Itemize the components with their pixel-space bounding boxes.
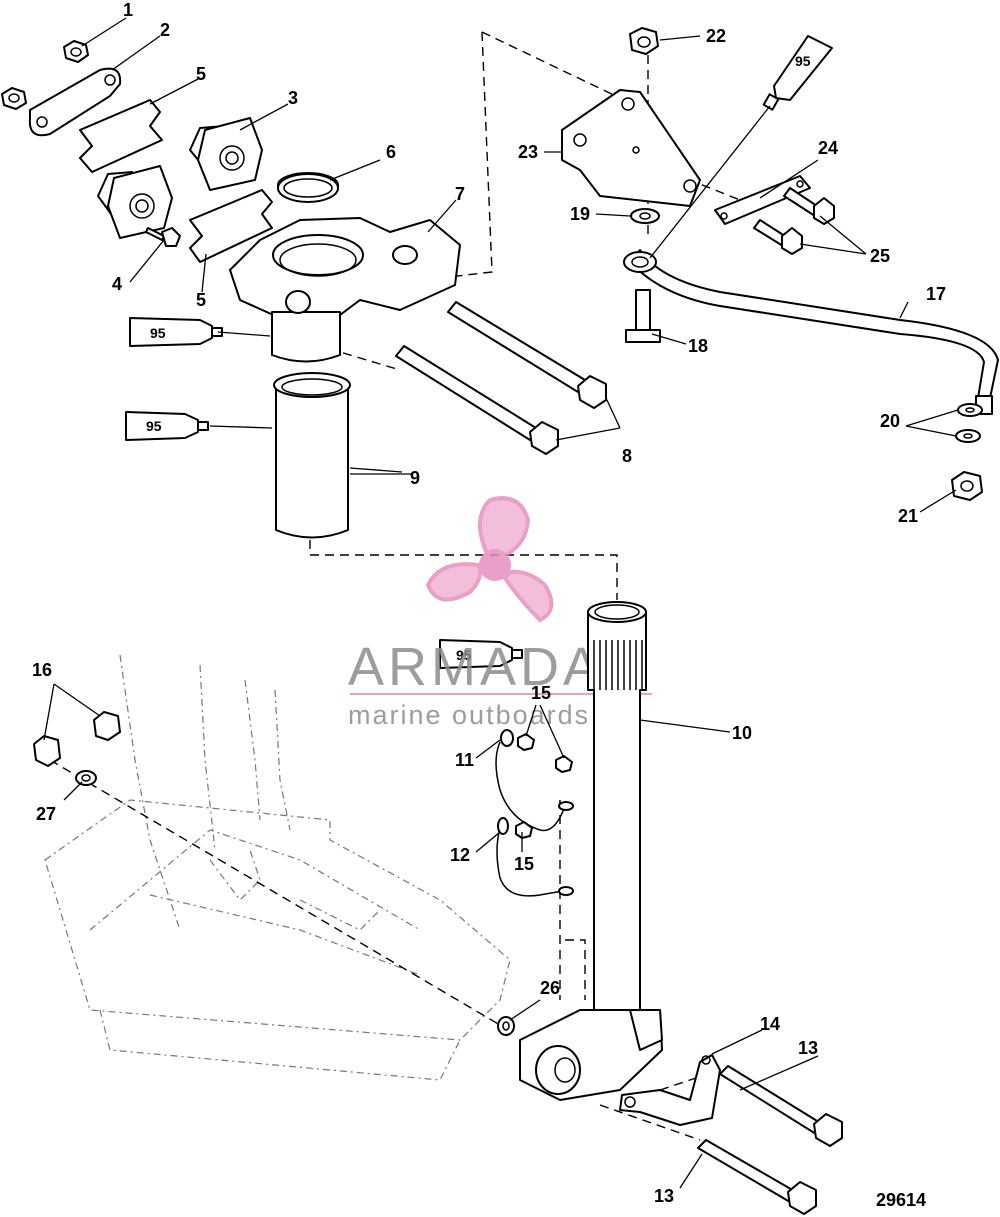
screw-15-a [517,733,535,751]
callout-20: 20 [880,411,900,431]
callout-24: 24 [818,138,838,158]
washer-26 [497,1016,515,1036]
screw-15-c [515,821,533,839]
link-plate-2 [28,67,122,137]
nut-1 [63,40,89,63]
screw-4 [145,227,181,247]
callout-15-upper: 15 [531,683,551,703]
watermark-tagline: marine outboards [348,700,590,730]
nut-16-upper [93,711,121,741]
bolt-13-lower [697,1139,817,1215]
callout-10: 10 [732,723,752,743]
o-ring-6 [277,173,339,203]
screw-15-b [555,755,573,773]
callout-17: 17 [926,284,946,304]
callout-13-upper: 13 [798,1038,818,1058]
callout-9: 9 [410,468,420,488]
steering-shaft-10 [587,601,647,1041]
callout-7: 7 [455,184,465,204]
callout-26: 26 [540,978,560,998]
callout-18: 18 [688,336,708,356]
callout-5-upper: 5 [196,64,206,84]
callout-11: 11 [455,750,474,770]
bolt-8-lower [395,345,559,455]
callout-6: 6 [386,142,396,162]
callout-14: 14 [760,1014,780,1034]
steering-bracket-23 [561,89,701,207]
callout-3: 3 [288,88,298,108]
callout-27: 27 [36,804,56,824]
sealant-tube-top-right: 95 [762,35,833,111]
nut-lower-left [1,87,27,110]
callouts: 1 2 3 4 5 5 6 7 8 9 10 11 12 13 13 14 15… [32,0,946,1206]
nut-22 [629,27,659,55]
swivel-bracket-7 [229,172,461,363]
sealant-tube-center: 95 [439,639,523,669]
plate-24 [714,175,811,225]
callout-12: 12 [450,845,470,865]
callout-2: 2 [160,20,170,40]
washer-20-upper [957,403,983,417]
bolt-18 [625,289,661,343]
mount-3-right [189,117,263,191]
callout-25: 25 [870,246,890,266]
sealant-tube-middle-left: 95 [125,411,209,441]
clamp-14 [619,1054,721,1126]
sealant-label: 95 [150,325,166,341]
sealant-label: 95 [795,53,811,69]
sealant-tube-upper-left: 95 [129,317,223,347]
sleeve-9 [273,372,351,539]
watermark-brand: ARMADA [348,637,603,697]
callout-22: 22 [706,26,726,46]
washer-20-lower [955,429,981,443]
callout-15-lower: 15 [514,854,534,874]
figure-number: 29614 [876,1190,926,1210]
shim-5-upper [79,99,163,173]
nut-21 [951,471,983,501]
callout-23: 23 [518,142,538,162]
washer-19 [630,208,660,224]
callout-1: 1 [123,0,133,20]
steering-link-17 [623,249,999,415]
sealant-label: 95 [456,647,472,663]
bolt-25-lower [753,219,803,255]
ground-strap-11 [495,729,574,832]
mount-3-left [97,165,173,239]
callout-19: 19 [570,204,590,224]
shim-5-lower [189,189,273,263]
nut-16-lower [33,735,61,767]
bolt-8-upper [447,301,607,409]
outboard-midsection-ghost-outline [44,654,511,1081]
washer-27 [75,770,97,786]
callout-21: 21 [898,506,918,526]
propeller-logo [425,496,554,623]
leader-lines [43,17,959,1189]
bolt-25-upper [783,187,835,225]
callout-8: 8 [622,446,632,466]
callout-4: 4 [112,274,122,294]
callout-5-lower: 5 [196,290,206,310]
lower-yoke [519,1009,663,1101]
ground-strap-12 [496,817,574,897]
callout-16: 16 [32,660,52,680]
sealant-label: 95 [146,418,162,434]
bolt-13-upper [719,1065,843,1147]
armada-watermark: ARMADA marine outboards [348,496,652,730]
assembly-lines [49,31,741,1141]
callout-13-lower: 13 [654,1186,674,1206]
